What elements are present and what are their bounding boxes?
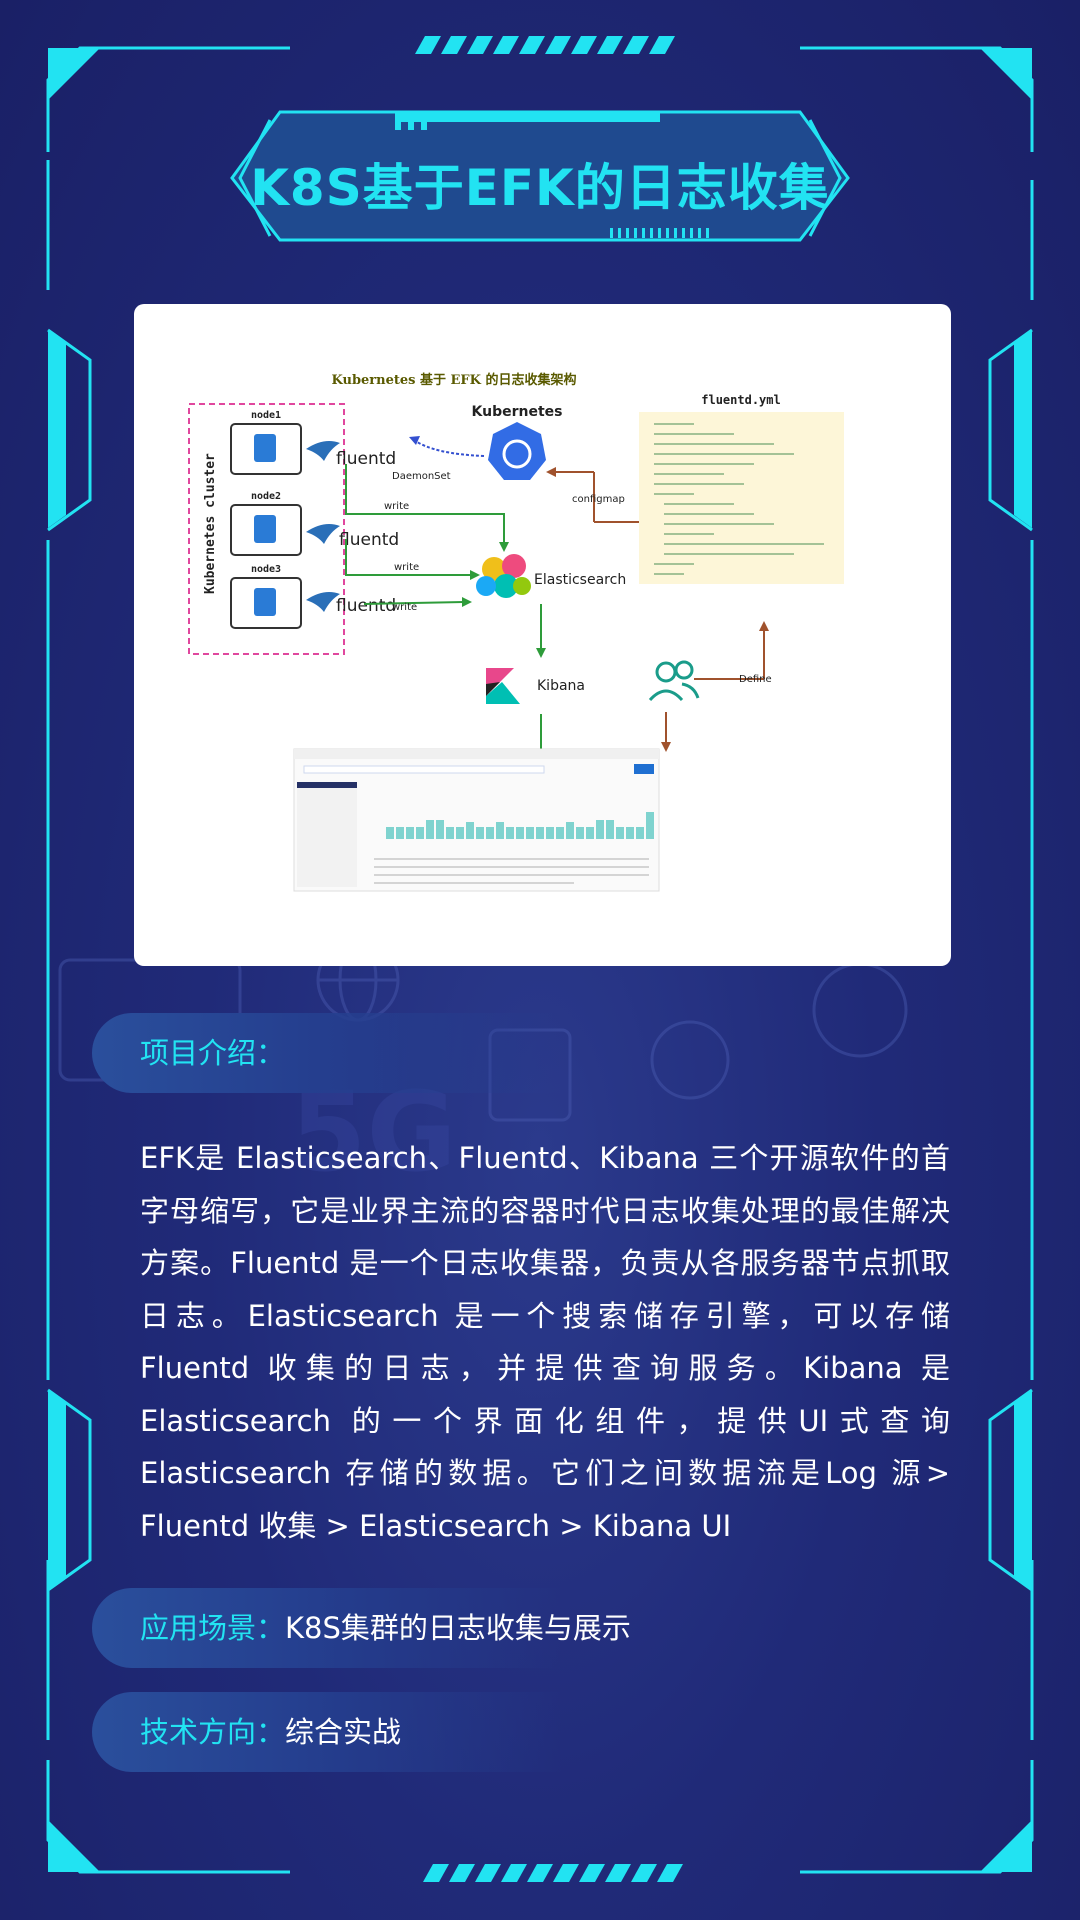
write-label-3: write: [392, 602, 417, 613]
svg-text:fluentd: fluentd: [339, 530, 399, 550]
cluster-label: Kubernetes cluster: [203, 453, 218, 594]
page-title: K8S基于EFK的日志收集: [250, 159, 830, 217]
svg-text:fluentd: fluentd: [336, 596, 396, 616]
write-label-2: write: [394, 562, 419, 573]
define-label: Define: [739, 674, 772, 685]
kibana-icon: [486, 668, 520, 704]
fluentd-3: fluentd: [306, 592, 396, 616]
scenario-value: K8S集群的日志收集与展示: [285, 1611, 631, 1645]
scenario-label: 应用场景：: [140, 1611, 286, 1645]
efk-architecture-svg: Kubernetes 基于 EFK 的日志收集架构 Kubernetes clu…: [188, 372, 844, 892]
architecture-diagram: Kubernetes 基于 EFK 的日志收集架构 Kubernetes clu…: [134, 304, 951, 966]
direction-value: 综合实战: [285, 1715, 402, 1749]
configmap-label: configmap: [572, 494, 625, 505]
config-file-label: fluentd.yml: [701, 393, 780, 407]
fluentd-1: fluentd: [306, 441, 396, 469]
direction-label: 技术方向：: [140, 1715, 286, 1749]
fluentd-2: fluentd: [306, 524, 399, 550]
svg-text:node1: node1: [251, 410, 281, 421]
kibana-label: Kibana: [537, 678, 585, 694]
node-3: node3: [230, 564, 302, 629]
svg-text:node2: node2: [251, 491, 281, 502]
scenario-tag: 应用场景：K8S集群的日志收集与展示: [92, 1588, 631, 1668]
node-2: node2: [230, 491, 302, 556]
node-1: node1: [230, 410, 302, 475]
kibana-dashboard-thumbnail: [293, 748, 660, 892]
users-icon: [648, 660, 700, 702]
diagram-heading: Kubernetes 基于 EFK 的日志收集架构: [331, 372, 576, 388]
kubernetes-label: Kubernetes: [472, 404, 563, 420]
svg-text:fluentd: fluentd: [336, 449, 396, 469]
svg-text:node3: node3: [251, 564, 281, 575]
intro-description: EFK是 Elasticsearch、Fluentd、Kibana 三个开源软件…: [140, 1141, 950, 1543]
elasticsearch-label: Elasticsearch: [534, 572, 626, 588]
daemonset-label: DaemonSet: [392, 471, 451, 482]
direction-tag: 技术方向：综合实战: [92, 1692, 562, 1772]
config-file-panel: [639, 412, 844, 584]
cluster-box: [188, 403, 345, 655]
write-label-1: write: [384, 501, 409, 512]
intro-label: 项目介绍：: [140, 1036, 286, 1070]
intro-tag: 项目介绍：: [92, 1013, 562, 1093]
kubernetes-icon: [488, 422, 546, 480]
elasticsearch-icon: [476, 554, 531, 598]
